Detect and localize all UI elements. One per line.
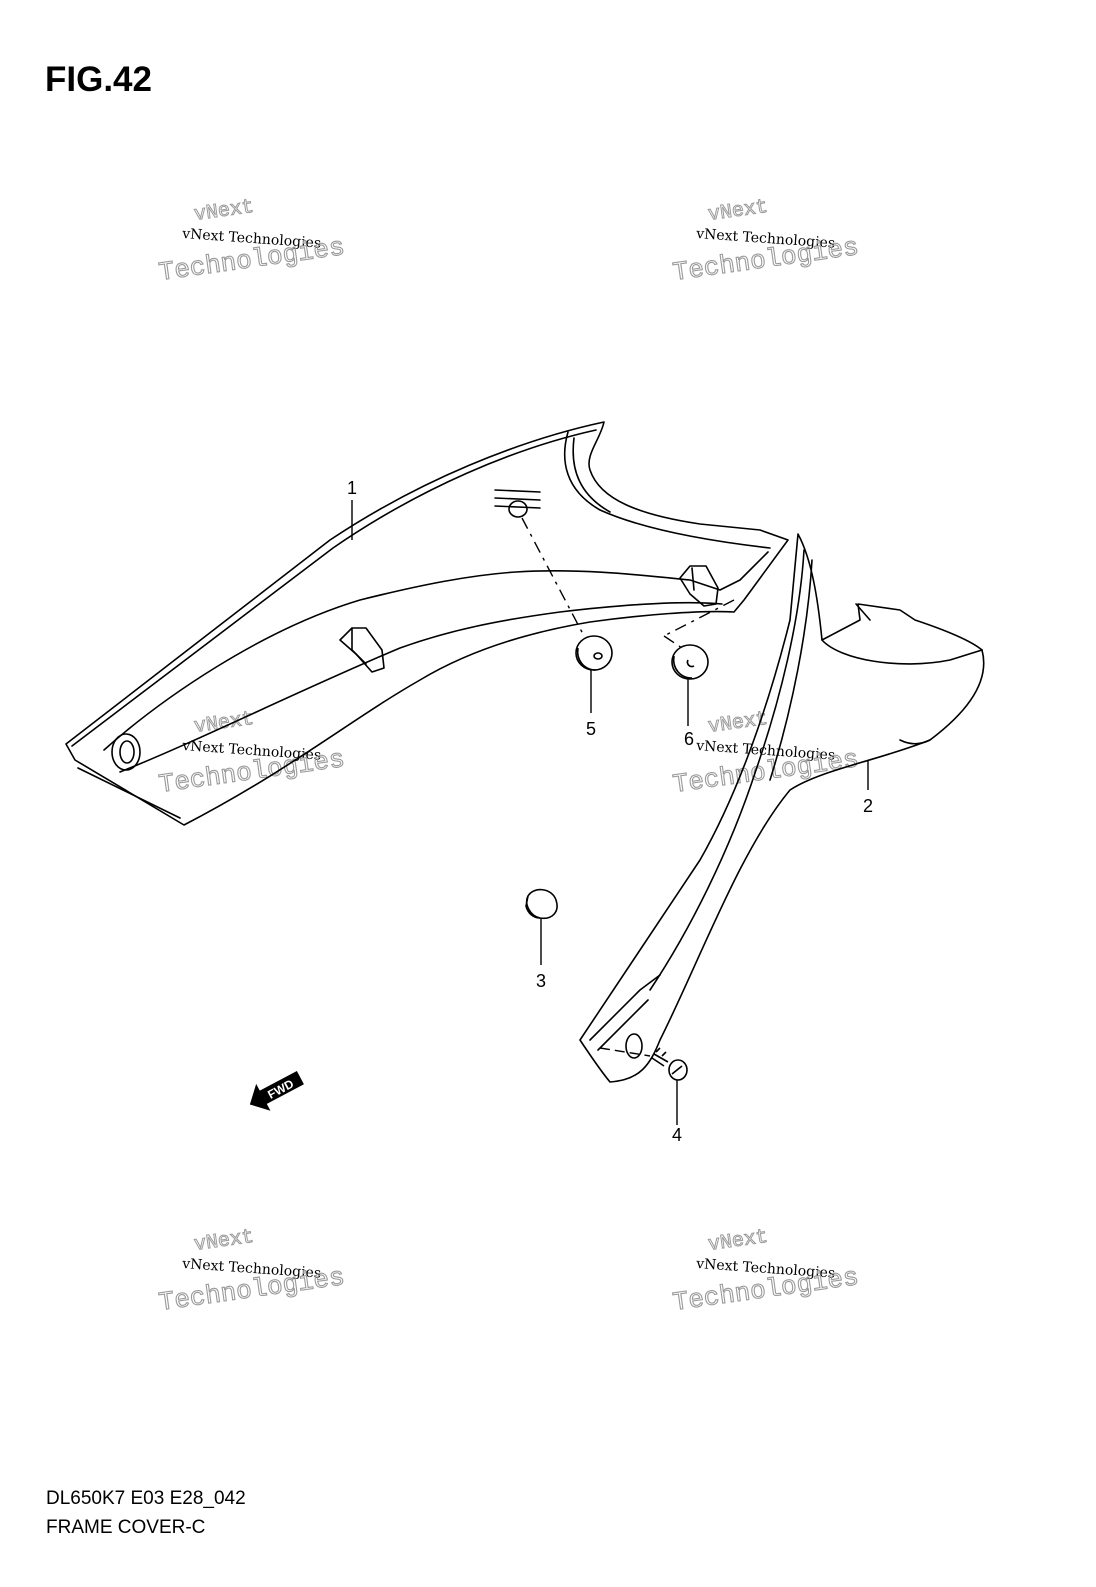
- diagram-caption: FRAME COVER-C: [46, 1517, 206, 1538]
- watermark-top-right: vNext vNext Technologies Technologies: [670, 195, 861, 288]
- watermark-top-word: vNext: [193, 196, 256, 227]
- watermark-top-word: vNext: [707, 1226, 770, 1257]
- callout-6: 6: [684, 729, 694, 749]
- watermark-top-word: vNext: [707, 196, 770, 227]
- watermark-bottom-right: vNext vNext Technologies Technologies: [670, 1225, 861, 1318]
- fwd-arrow-icon: FWD: [249, 1070, 304, 1111]
- watermark-top-word: vNext: [193, 708, 256, 739]
- watermark-top-left: vNext vNext Technologies Technologies: [156, 195, 347, 288]
- part-3-cap: [525, 888, 558, 920]
- callout-1: 1: [347, 478, 357, 498]
- figure-title: FIG.42: [45, 60, 152, 99]
- callout-4: 4: [672, 1125, 682, 1145]
- assembly-line-6: [663, 599, 735, 649]
- part-1-frame-cover-left: [65, 421, 789, 826]
- watermark-bottom-left: vNext vNext Technologies Technologies: [156, 1225, 347, 1318]
- leader-lines: [351, 500, 869, 1125]
- watermarks: vNext vNext Technologies Technologies vN…: [156, 195, 861, 1318]
- callout-3: 3: [536, 971, 546, 991]
- watermark-mid-right: vNext vNext Technologies Technologies: [670, 707, 861, 800]
- callout-labels: 1 2 3 4 5 6: [347, 478, 873, 1145]
- watermark-mid-left: vNext vNext Technologies Technologies: [156, 707, 347, 800]
- assembly-line-5: [521, 517, 585, 637]
- model-code: DL650K7 E03 E28_042: [46, 1488, 246, 1509]
- part-4-screw: [651, 1047, 688, 1081]
- part-6-grommet: [671, 644, 709, 680]
- assembly-line-4: [599, 1047, 651, 1057]
- part-5-grommet: [575, 635, 613, 671]
- part-2-frame-cover-right: [579, 533, 985, 1083]
- callout-5: 5: [586, 719, 596, 739]
- diagram-footer: DL650K7 E03 E28_042 FRAME COVER-C: [46, 1484, 246, 1542]
- watermark-top-word: vNext: [193, 1226, 256, 1257]
- callout-2: 2: [863, 796, 873, 816]
